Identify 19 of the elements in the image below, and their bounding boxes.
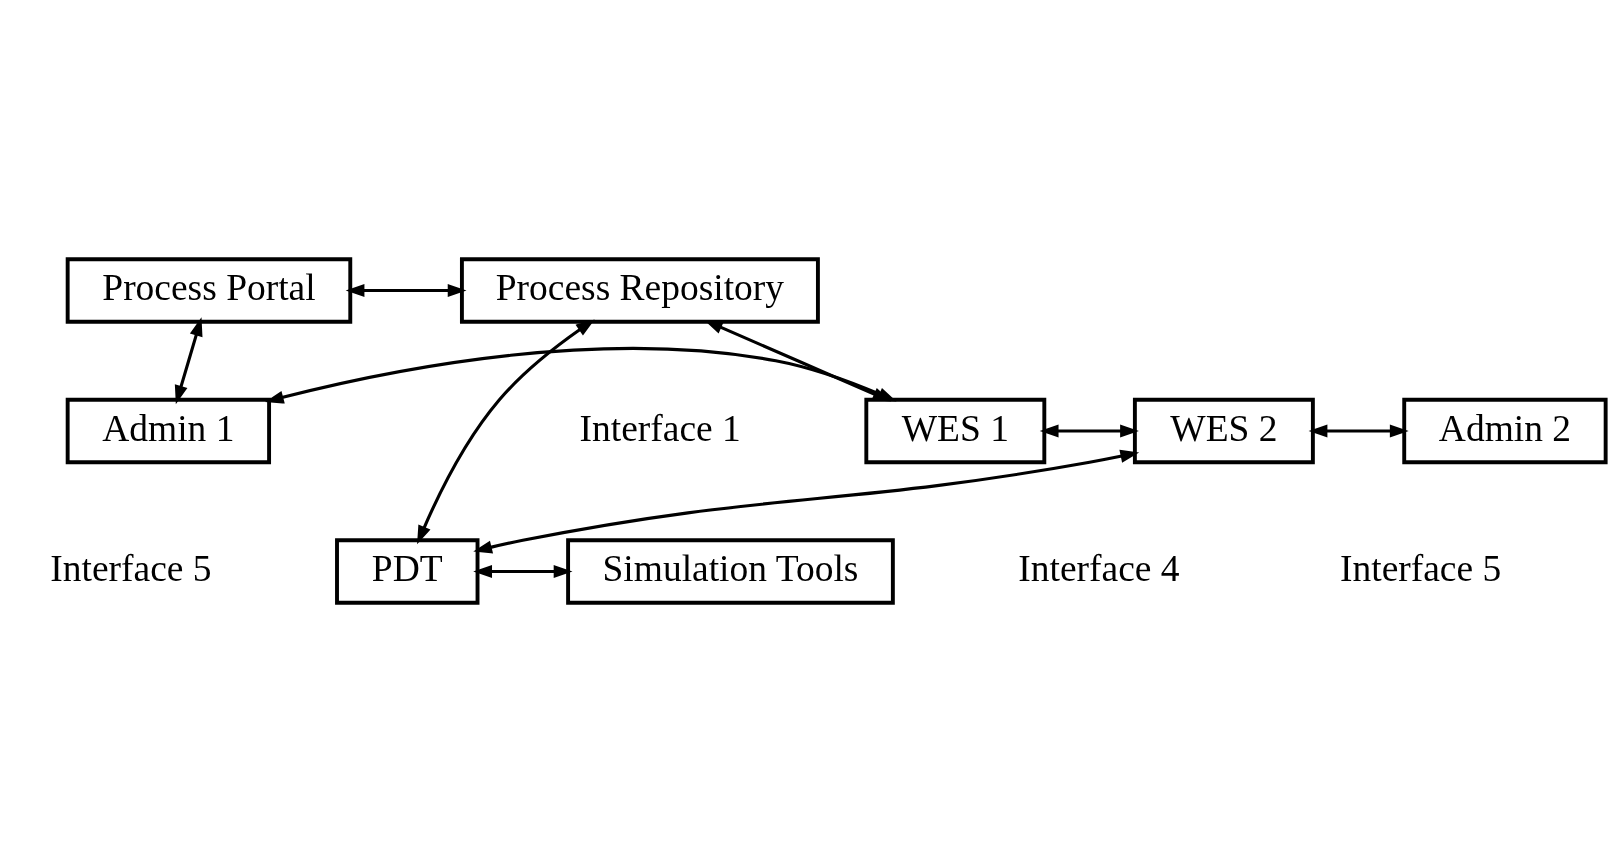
- label: Interface 5: [1340, 547, 1502, 589]
- arrow: [174, 316, 203, 404]
- label: Interface 4: [1018, 547, 1180, 589]
- node-box: Process Repository: [459, 256, 820, 324]
- node-box: PDT: [335, 537, 480, 605]
- node-box: Admin 2: [1402, 397, 1608, 464]
- arrow: [1308, 423, 1409, 438]
- arrow: [345, 283, 467, 297]
- label: Interface 5: [50, 547, 212, 589]
- arrow: [1039, 423, 1139, 438]
- node-box: Admin 1: [65, 397, 272, 464]
- node-box: Simulation Tools: [566, 537, 895, 605]
- node-box: WES 2: [1132, 397, 1315, 464]
- arrow: [473, 564, 573, 578]
- arrow: [473, 449, 1140, 554]
- node-box: WES 1: [864, 397, 1047, 464]
- label: Interface 1: [579, 407, 741, 449]
- arrow: [417, 318, 595, 544]
- node-box: Process Portal: [65, 256, 353, 324]
